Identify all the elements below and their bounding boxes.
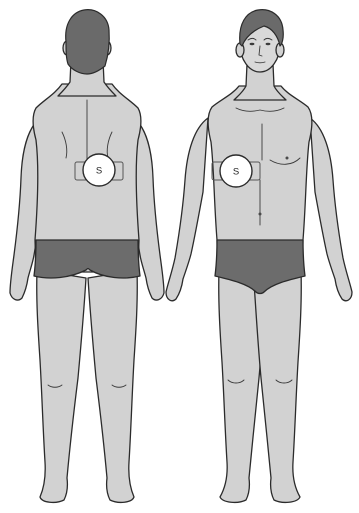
front-right-arm: [166, 118, 208, 301]
back-left-leg: [37, 270, 86, 502]
front-left-leg: [254, 270, 301, 502]
front-left-eye: [266, 43, 271, 45]
front-right-eye: [250, 43, 255, 45]
back-hair: [66, 10, 110, 74]
front-nipple-left: [286, 157, 289, 160]
front-view-figure: S: [166, 10, 352, 503]
back-right-leg: [88, 270, 137, 502]
front-navel: [259, 213, 262, 216]
back-view-figure: S: [10, 10, 164, 503]
front-left-arm: [310, 118, 352, 301]
front-pad-label: S: [233, 167, 239, 178]
back-pad-label: S: [96, 166, 102, 177]
